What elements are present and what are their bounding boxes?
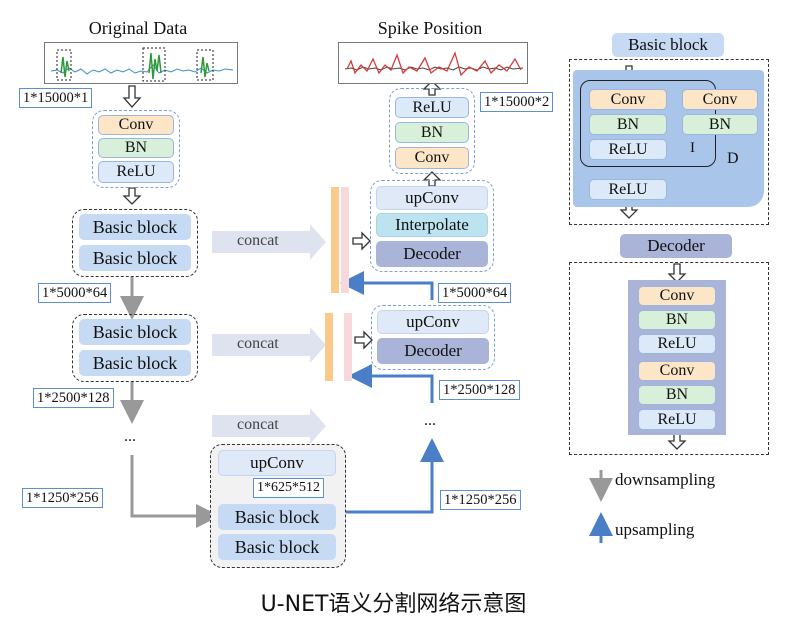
decoder-stage-2 — [371, 305, 495, 370]
encoder-ellipsis: ... — [124, 428, 136, 445]
bb-detail-relu: ReLU — [589, 139, 667, 160]
encoder1-basic-block-b: Basic block — [79, 245, 191, 271]
up-arrow-2 — [348, 364, 434, 403]
stem-conv: Conv — [98, 115, 174, 135]
dec-detail-bn-2: BN — [638, 385, 716, 405]
hollow-arrow-right-1 — [352, 231, 371, 251]
original-signal-trace — [50, 47, 234, 82]
concat-arrow-2 — [212, 327, 326, 363]
spike-position-title: Spike Position — [377, 18, 483, 38]
decoder2-decoder: Decoder — [377, 338, 489, 364]
stem-bn: BN — [98, 138, 174, 158]
bottleneck-upconv: upConv — [218, 450, 336, 476]
dec-detail-conv-1: Conv — [638, 286, 716, 306]
dim-5000-right: 1*5000*64 — [438, 283, 512, 303]
head-relu: ReLU — [395, 97, 469, 118]
legend-downsampling-label: downsampling — [615, 470, 716, 489]
concat-label-1: concat — [237, 232, 279, 249]
concat-label-2: concat — [237, 335, 279, 352]
head-conv: Conv — [395, 147, 469, 169]
hollow-arrow-up-2 — [422, 80, 442, 96]
d-mark: D — [727, 150, 739, 167]
dim-5000-left: 1*5000*64 — [38, 283, 112, 303]
concat-arrow-1 — [212, 224, 326, 260]
dim-2500-right: 1*2500*128 — [439, 380, 520, 400]
dim-output: 1*15000*2 — [480, 92, 554, 112]
concat-arrow-3 — [212, 408, 326, 444]
original-data-title: Original Data — [88, 18, 188, 38]
bottleneck-basic-block-a: Basic block — [218, 504, 336, 530]
dim-1250-right: 1*1250*256 — [440, 490, 521, 510]
identity-mark: I — [690, 140, 695, 156]
decoder-stage-1 — [370, 180, 494, 272]
decoder-ellipsis: ... — [424, 412, 436, 429]
head-bn: BN — [395, 122, 469, 143]
dim-input: 1*15000*1 — [19, 88, 93, 108]
decoder-panel-title: Decoder — [620, 234, 732, 258]
spike-signal-image — [338, 42, 528, 84]
concat-bar-orange-2 — [325, 313, 333, 381]
hollow-arrow-down-1 — [122, 85, 142, 108]
decoder1-upconv: upConv — [376, 186, 488, 210]
up-arrow-1 — [346, 438, 444, 514]
concat-bar-pink-1 — [341, 187, 349, 293]
encoder2-basic-block-b: Basic block — [79, 350, 191, 376]
dim-1250-left: 1*1250*256 — [22, 488, 103, 508]
hollow-arrow-dec-in — [667, 263, 687, 283]
stem-relu: ReLU — [98, 161, 174, 183]
up-arrow-3 — [340, 271, 434, 300]
spike-signal-trace — [344, 51, 524, 77]
bb-detail-shortcut-bn: BN — [682, 114, 758, 135]
encoder-stage-2 — [72, 314, 198, 382]
basic-block-panel-title: Basic block — [612, 33, 724, 57]
dim-2500-left: 1*2500*128 — [33, 388, 114, 408]
bb-detail-shortcut-conv: Conv — [682, 89, 758, 110]
dim-625: 1*625*512 — [253, 478, 324, 498]
down-arrow-3 — [130, 455, 220, 528]
legend-upsampling-label: upsampling — [615, 520, 695, 539]
dec-detail-bn-1: BN — [638, 310, 716, 330]
bottleneck-basic-block-b: Basic block — [218, 534, 336, 560]
decoder2-upconv: upConv — [377, 310, 489, 334]
decoder1-decoder: Decoder — [376, 241, 488, 267]
dec-detail-conv-2: Conv — [638, 361, 716, 381]
basic-block-panel — [569, 59, 769, 225]
figure-caption: U-NET语义分割网络示意图 — [260, 592, 527, 617]
head-group — [389, 88, 475, 174]
bb-detail-out-relu: ReLU — [589, 179, 667, 200]
stem-group — [92, 110, 180, 188]
hollow-arrow-down-2 — [122, 187, 142, 205]
original-signal-image — [44, 42, 238, 84]
bb-detail-bn: BN — [589, 114, 667, 135]
decoder1-interpolate: Interpolate — [376, 213, 488, 237]
decoder-panel — [569, 262, 769, 455]
concat-bar-pink-2 — [344, 313, 352, 381]
dec-detail-relu-2: ReLU — [638, 409, 716, 430]
dec-detail-relu-1: ReLU — [638, 334, 716, 354]
concat-label-3: concat — [237, 416, 279, 433]
encoder2-basic-block-a: Basic block — [79, 319, 191, 345]
encoder1-basic-block-a: Basic block — [79, 214, 191, 240]
bb-detail-conv: Conv — [589, 89, 667, 110]
hollow-arrow-right-2 — [354, 330, 373, 350]
encoder-stage-1 — [72, 209, 198, 277]
concat-bar-orange-1 — [331, 187, 339, 293]
